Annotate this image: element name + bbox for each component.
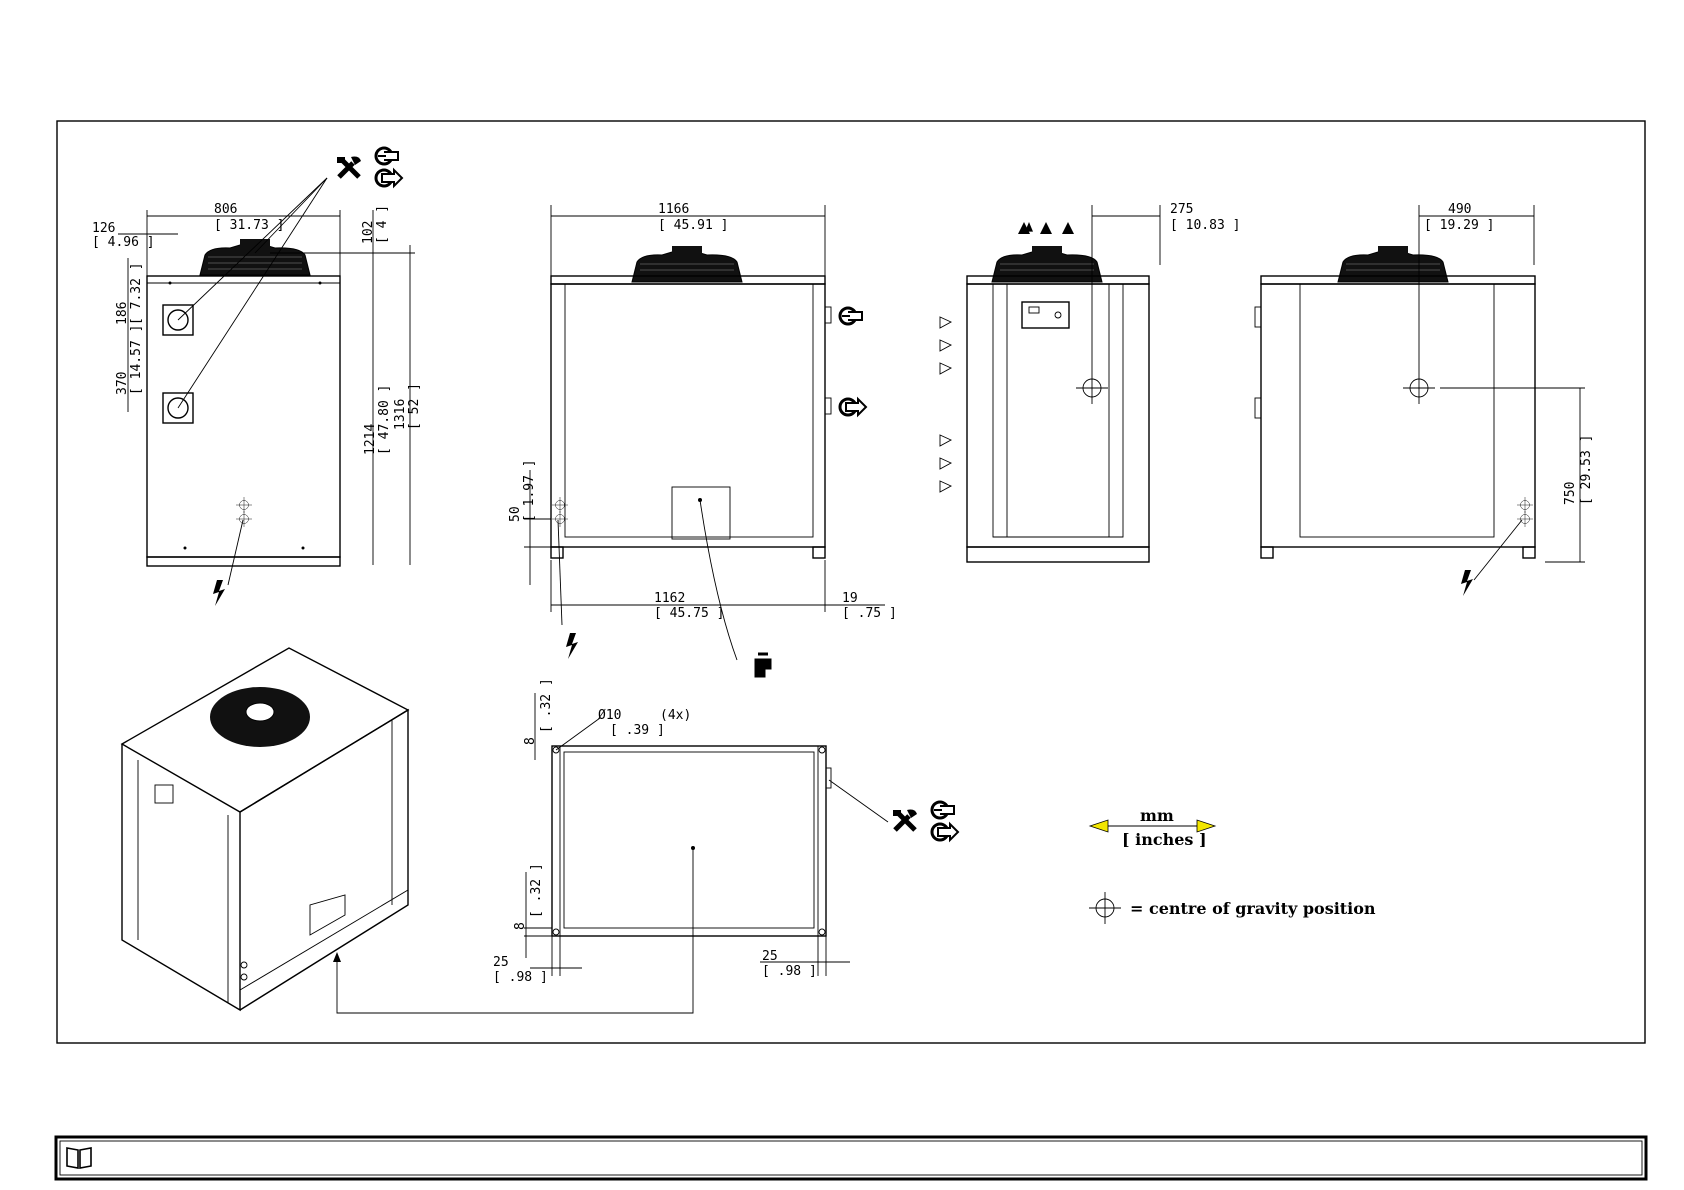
footer-frame	[56, 1137, 1646, 1179]
legend: mm [ inches ] = centre of gravity positi…	[1089, 806, 1376, 924]
dim-hole-count: (4x)	[660, 708, 691, 723]
legend-cog-icon	[1089, 892, 1121, 924]
dim-cg-front-in: [ 10.83 ]	[1170, 218, 1240, 233]
inlet-icon	[376, 148, 398, 164]
dim-hole-dia: Ø10	[598, 708, 621, 723]
dim-top-gap: 102	[361, 221, 376, 244]
dim-conn-upper-in: [ 7.32 ]	[129, 262, 144, 325]
dim-side-offset-in: [ 4.96 ]	[92, 235, 155, 250]
dim-base-right-in: [ .98 ]	[762, 964, 817, 979]
dim-base-right: 25	[762, 949, 778, 964]
isometric-view	[122, 648, 693, 1013]
dim-side-offset: 126	[92, 221, 115, 236]
dim-elec-height: 50	[508, 506, 523, 522]
dim-front-right: 19	[842, 591, 858, 606]
legend-cog-text: = centre of gravity position	[1130, 899, 1376, 918]
dim-conn-spacing: 370	[115, 372, 130, 395]
side-view: 806 [ 31.73 ] 126 [ 4.96 ] 186 [ 7.32 ] …	[92, 148, 422, 606]
dim-foot-bottom-in: [ .32 ]	[529, 863, 544, 918]
dim-total-height: 1316	[393, 399, 408, 430]
dim-front-width-in: [ 45.91 ]	[658, 218, 728, 233]
dim-cg-back-in: [ 19.29 ]	[1424, 218, 1494, 233]
dim-front-right-in: [ .75 ]	[842, 606, 897, 621]
dim-cg-height: 750	[1563, 482, 1578, 505]
legend-unit-mm: mm	[1140, 806, 1174, 825]
dim-front-base-in: [ 45.75 ]	[654, 606, 724, 621]
front-view: 1166 [ 45.91 ] 1162 [ 45.75 ] 19 [ .75 ]…	[508, 202, 897, 676]
legend-unit-inches: [ inches ]	[1122, 830, 1207, 849]
dim-side-width: 806	[214, 202, 237, 217]
dim-body-height-in: [ 47.80 ]	[377, 385, 392, 455]
dim-total-height-in: [ 52 ]	[407, 383, 422, 430]
book-icon	[67, 1148, 91, 1168]
dim-base-left: 25	[493, 955, 509, 970]
outlet-icon	[376, 170, 402, 186]
dim-conn-spacing-in: [ 14.57 ]	[129, 325, 144, 395]
dim-cg-front: 275	[1170, 202, 1193, 217]
dim-body-height: 1214	[363, 424, 378, 455]
dim-cg-back: 490	[1448, 202, 1471, 217]
back-view: 490 [ 19.29 ] 750 [ 29.53 ]	[1255, 202, 1594, 596]
airflow-arrow-icon	[1018, 222, 1074, 234]
control-view: 275 [ 10.83 ]	[940, 202, 1240, 562]
dim-elec-height-in: [ 1.97 ]	[522, 459, 537, 522]
dim-hole-in: [ .39 ]	[610, 723, 665, 738]
dim-foot-top-in: [ .32 ]	[539, 678, 554, 733]
drain-tap-icon	[756, 654, 770, 676]
dim-top-gap-in: [ 4 ]	[375, 205, 390, 244]
cog-icon	[1076, 372, 1108, 404]
dim-front-width: 1166	[658, 202, 689, 217]
lightning-icon	[213, 580, 225, 606]
base-view: Ø10 (4x) [ .39 ] 8 [ .32 ] 8 [ .32 ] 25 …	[493, 678, 958, 985]
dim-cg-height-in: [ 29.53 ]	[1579, 435, 1594, 505]
dim-side-width-in: [ 31.73 ]	[214, 218, 284, 233]
dim-conn-upper: 186	[115, 302, 130, 325]
dim-base-left-in: [ .98 ]	[493, 970, 548, 985]
dim-foot-top: 8	[523, 737, 538, 745]
tools-icon	[337, 157, 361, 178]
dim-foot-bottom: 8	[513, 922, 528, 930]
dim-front-base: 1162	[654, 591, 685, 606]
